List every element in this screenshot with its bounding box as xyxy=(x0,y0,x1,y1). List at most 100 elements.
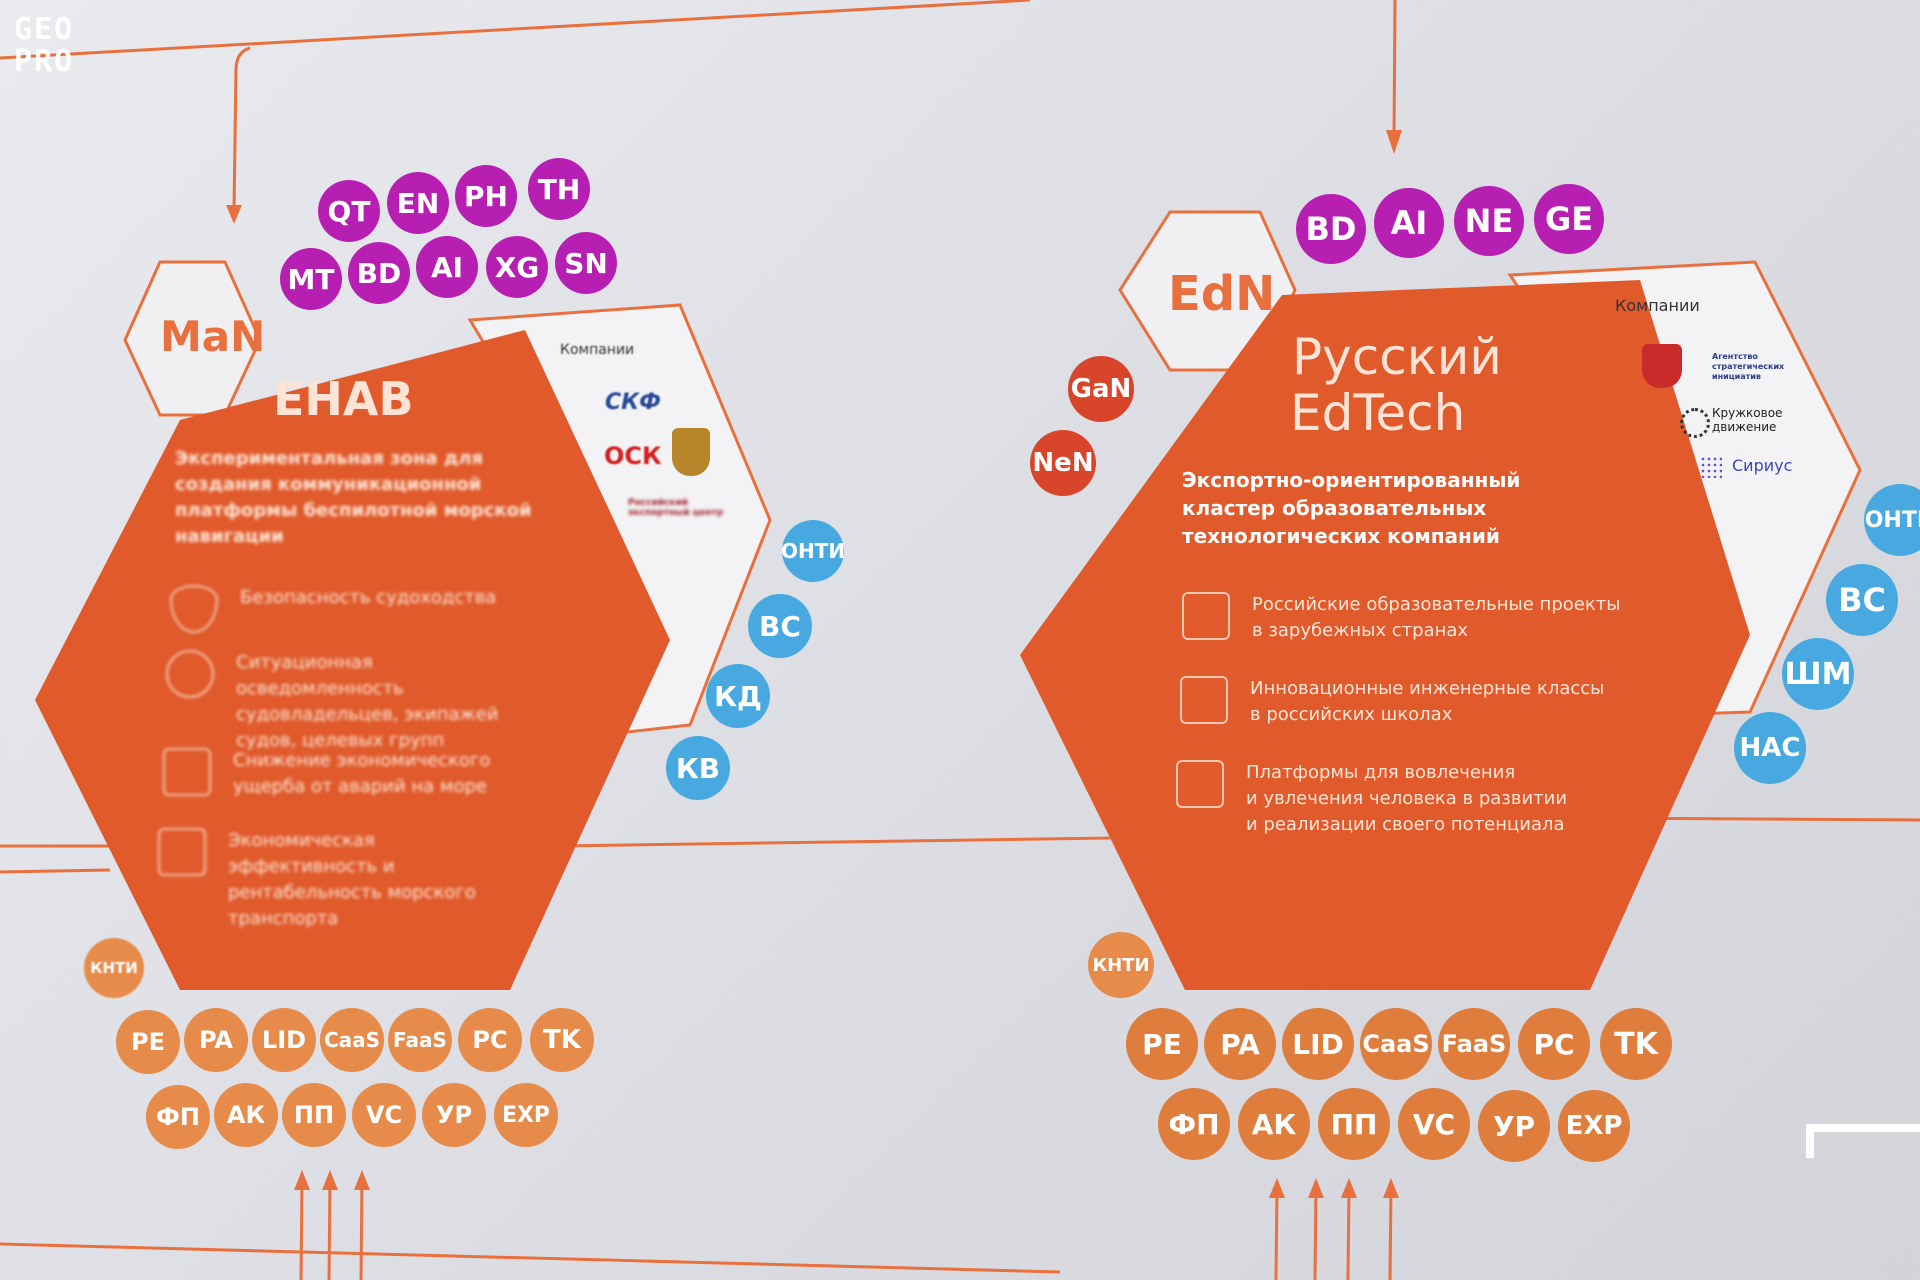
right-badge-knti: КНТИ xyxy=(1088,932,1154,998)
left-main-hex xyxy=(35,330,670,990)
left-feature-3: Снижение экономического ущерба от аварий… xyxy=(163,748,503,800)
shield-icon xyxy=(170,585,218,633)
left-bottom-pa: PA xyxy=(184,1008,248,1072)
right-badge-vs: ВС xyxy=(1826,564,1898,636)
right-bottom-tk: TK xyxy=(1600,1008,1672,1080)
right-bottom-pp: ПП xyxy=(1318,1088,1390,1160)
left-bottom-ur: УР xyxy=(422,1083,486,1147)
right-bottom-pa: PA xyxy=(1204,1008,1276,1080)
left-bottom-pc: PC xyxy=(458,1008,522,1072)
left-feature-text-4: Экономическая эффективность и рентабельн… xyxy=(228,830,476,929)
right-feature-1: Российские образовательные проекты в зар… xyxy=(1182,592,1622,644)
right-badge-shm: ШМ xyxy=(1782,638,1854,710)
right-feature-3-line2: и увлечения человека в развитии xyxy=(1246,788,1568,809)
right-feature-3-line1: Платформы для вовлечения xyxy=(1246,762,1516,783)
left-badge-bd: BD xyxy=(348,242,410,304)
left-badge-kv: КВ xyxy=(666,736,730,800)
emblem-icon xyxy=(672,428,710,476)
dots-logo-icon xyxy=(1700,456,1722,478)
right-bottom-vc: VC xyxy=(1398,1088,1470,1160)
left-bottom-exp: EXP xyxy=(494,1083,558,1147)
right-badge-ai: AI xyxy=(1374,188,1444,258)
left-badge-kd: КД xyxy=(706,664,770,728)
left-bottom-fp: ФП xyxy=(146,1085,210,1149)
right-feature-2-line2: в российских школах xyxy=(1250,704,1453,725)
right-badge-nas: НАС xyxy=(1734,712,1806,784)
left-badge-sn: SN xyxy=(555,232,617,294)
left-cluster-subtitle: Экспериментальная зона для создания комм… xyxy=(175,448,532,547)
right-cluster-code: EdN xyxy=(1168,266,1276,322)
right-feature-1-line2: в зарубежных странах xyxy=(1252,620,1469,641)
right-feature-3-line3: и реализации своего потенциала xyxy=(1246,814,1565,835)
platform-icon xyxy=(1176,760,1224,808)
logo-kruzhok: Кружковое движение xyxy=(1712,406,1783,434)
right-badge-ge: GE xyxy=(1534,184,1604,254)
left-badge-en: EN xyxy=(387,172,449,234)
right-feature-2: Инновационные инженерные классы в россий… xyxy=(1180,676,1620,728)
circle-logo-icon xyxy=(1680,408,1710,438)
left-bottom-caas: CaaS xyxy=(320,1008,384,1072)
right-cluster-title-2: EdTech xyxy=(1290,384,1466,442)
right-bottom-ur: УР xyxy=(1478,1090,1550,1162)
right-feature-2-line1: Инновационные инженерные классы xyxy=(1250,678,1605,699)
right-bottom-pe: PE xyxy=(1126,1008,1198,1080)
logo-osk: ОСК xyxy=(604,442,662,470)
right-cluster-subtitle: Экспортно-ориентированный кластер образо… xyxy=(1182,468,1521,548)
left-badge-ai: AI xyxy=(416,236,478,298)
left-badge-mt: MT xyxy=(280,248,342,310)
right-main-hex xyxy=(1020,280,1750,990)
left-feature-text-1: Безопасность судоходства xyxy=(240,587,497,608)
left-badge-ph: PH xyxy=(455,165,517,227)
left-bottom-ak: АК xyxy=(214,1083,278,1147)
info-icon xyxy=(166,650,214,698)
left-cluster-code: MaN xyxy=(160,312,266,361)
right-badge-gan: GaN xyxy=(1068,356,1134,422)
watermark-text: GEO PRO xyxy=(14,12,75,79)
right-feature-1-line1: Российские образовательные проекты xyxy=(1252,594,1621,615)
right-cluster-title-1: Русский xyxy=(1292,328,1502,386)
left-bottom-tk: TK xyxy=(530,1008,594,1072)
left-badge-vs: ВС xyxy=(748,594,812,658)
class-icon xyxy=(1180,676,1228,724)
left-feature-2: Ситуационная осведомленность судовладель… xyxy=(166,650,506,754)
left-bottom-lid: LID xyxy=(252,1008,316,1072)
left-badge-knti: КНТИ xyxy=(84,938,144,998)
right-bottom-faas: FaaS xyxy=(1438,1008,1510,1080)
left-bottom-pe: PE xyxy=(116,1010,180,1074)
right-bottom-lid: LID xyxy=(1282,1008,1354,1080)
right-badge-nen: NeN xyxy=(1030,430,1096,496)
right-badge-bd: BD xyxy=(1296,194,1366,264)
right-badge-ne: NE xyxy=(1454,186,1524,256)
right-bottom-ak: АК xyxy=(1238,1088,1310,1160)
left-badge-xg: XG xyxy=(486,236,548,298)
chart-icon xyxy=(158,828,206,876)
logo-rec: Российский экспортный центр xyxy=(628,498,724,518)
left-cluster-title: ЕНАВ xyxy=(273,372,414,426)
left-feature-text-2: Ситуационная осведомленность судовладель… xyxy=(236,652,499,751)
left-feature-1: Безопасность судоходства xyxy=(170,585,510,633)
left-feature-text-3: Снижение экономического ущерба от аварий… xyxy=(233,750,491,797)
logo-sirius: Сириус xyxy=(1732,456,1793,475)
projects-icon xyxy=(1182,592,1230,640)
right-bottom-pc: PC xyxy=(1518,1008,1590,1080)
logo-asi: Агентство стратегических инициатив xyxy=(1712,352,1785,381)
right-bottom-exp: EXP xyxy=(1558,1090,1630,1162)
right-companies-label: Компании xyxy=(1615,296,1700,315)
right-bottom-fp: ФП xyxy=(1158,1088,1230,1160)
emblem-icon xyxy=(1642,344,1682,388)
ship-icon xyxy=(163,748,211,796)
left-companies-label: Компании xyxy=(560,342,635,358)
right-bottom-caas: CaaS xyxy=(1360,1008,1432,1080)
logo-skf: СКФ xyxy=(605,390,661,415)
left-badge-th: TH xyxy=(528,158,590,220)
watermark-logo: GEO PRO xyxy=(14,14,120,84)
left-bottom-faas: FaaS xyxy=(388,1008,452,1072)
left-feature-4: Экономическая эффективность и рентабельн… xyxy=(158,828,498,932)
right-feature-3: Платформы для вовлечения и увлечения чел… xyxy=(1176,760,1616,838)
left-bottom-vc: VC xyxy=(352,1083,416,1147)
right-badge-onti: ОНТИ xyxy=(1864,484,1920,556)
left-badge-onti: ОНТИ xyxy=(781,520,845,582)
left-bottom-pp: ПП xyxy=(282,1083,346,1147)
left-badge-qt: QT xyxy=(318,180,380,242)
